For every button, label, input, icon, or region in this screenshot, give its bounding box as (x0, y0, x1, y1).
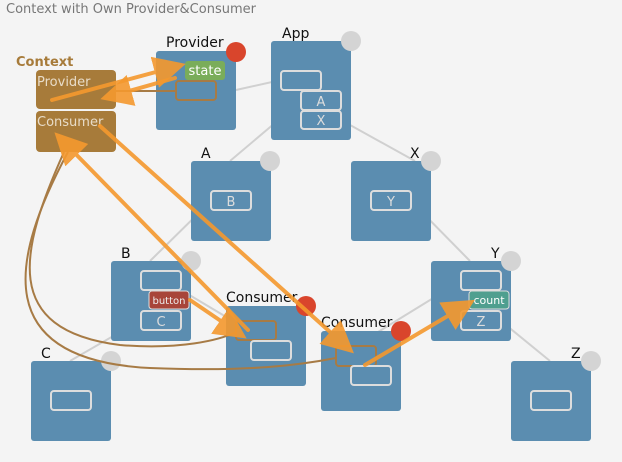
context-provider: Provider (36, 70, 116, 109)
svg-text:C: C (156, 315, 165, 330)
node-app: App A X (271, 26, 361, 140)
button-badge: button (153, 296, 186, 307)
context-links (24, 151, 337, 371)
data-flow-arrows (50, 56, 475, 367)
node-label: A (201, 146, 211, 162)
svg-text:B: B (227, 195, 236, 210)
node-label: Provider (166, 35, 224, 51)
state-badge: state (189, 64, 222, 79)
idle-dot-icon (581, 351, 601, 371)
node-x: X Y (351, 146, 441, 241)
arrow-state-to-context (100, 75, 177, 106)
node-provider: Provider state (156, 35, 246, 130)
context-label: Context (16, 55, 73, 70)
node-z: Z (511, 346, 601, 441)
node-a: A B (191, 146, 280, 241)
idle-dot-icon (181, 251, 201, 271)
node-label: Y (490, 246, 500, 262)
svg-text:Y: Y (386, 195, 395, 210)
arrow-context-to-consumer2 (98, 124, 354, 354)
active-dot-icon (391, 321, 411, 341)
node-y: Y Z count (431, 246, 521, 341)
node-label: Consumer (226, 290, 298, 306)
node-label: Consumer (321, 315, 393, 331)
node-label: Z (571, 346, 581, 362)
svg-text:A: A (317, 95, 326, 110)
arrow-button-to-consumer1 (188, 298, 247, 339)
idle-dot-icon (101, 351, 121, 371)
svg-text:Z: Z (477, 315, 486, 330)
node-c: C (31, 346, 121, 441)
count-badge: count (473, 294, 505, 307)
active-dot-icon (296, 296, 316, 316)
active-dot-icon (226, 42, 246, 62)
idle-dot-icon (341, 31, 361, 51)
node-label: App (282, 26, 309, 42)
node-consumer-1: Consumer (226, 290, 316, 386)
node-b: B button C (111, 246, 201, 341)
idle-dot-icon (260, 151, 280, 171)
node-label: C (41, 346, 51, 362)
idle-dot-icon (421, 151, 441, 171)
node-label: X (410, 146, 420, 162)
svg-text:X: X (317, 114, 326, 129)
context-provider-label: Provider (37, 75, 91, 90)
arrow-consumer2-to-count (363, 299, 475, 367)
idle-dot-icon (501, 251, 521, 271)
arrow-consumer1-to-context (54, 132, 250, 332)
context-consumer-label: Consumer (37, 115, 104, 130)
diagram-title: Context with Own Provider&Consumer (6, 2, 257, 17)
node-label: B (121, 246, 131, 262)
